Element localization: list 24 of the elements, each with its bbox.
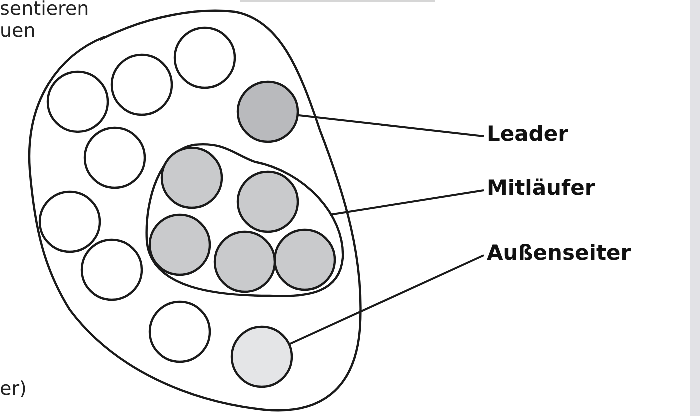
person-circle [80, 238, 144, 302]
person-circle [173, 26, 237, 90]
leader-line [330, 190, 484, 216]
person-circle [148, 300, 212, 364]
part-label: Leader [487, 124, 568, 145]
part-label: Außenseiter [487, 243, 632, 264]
person-circle [38, 190, 102, 254]
person-circle [46, 70, 110, 134]
text-fragment: uen [0, 22, 36, 41]
inner-group-outline [145, 142, 346, 300]
highlighted-circle [160, 146, 224, 210]
highlighted-circle [236, 80, 300, 144]
highlighted-circle [230, 325, 294, 389]
person-circle [83, 126, 147, 190]
text-fragment: er) [0, 380, 27, 399]
highlighted-circle [148, 213, 212, 277]
text-fragment: sentieren [0, 0, 90, 19]
person-circle [110, 53, 174, 117]
leader-line [288, 254, 484, 346]
highlighted-circle [273, 228, 337, 292]
leader-line [298, 114, 484, 138]
highlighted-circle [213, 230, 277, 294]
part-label: Mitläufer [487, 178, 596, 199]
highlighted-circle [236, 170, 300, 234]
